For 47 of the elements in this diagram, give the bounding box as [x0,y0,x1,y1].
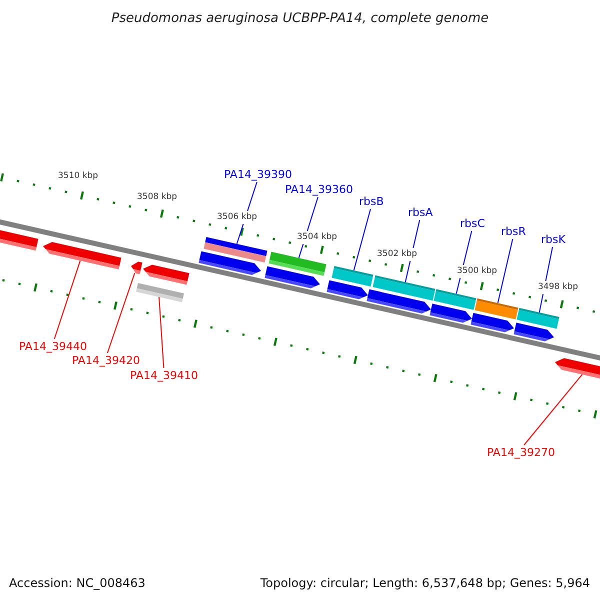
gene-feature [470,312,514,332]
leader-line [497,238,514,304]
gene-label: PA14_39390 [224,168,292,181]
scale-label: 3502 kbp [376,248,418,261]
scale-label: 3510 kbp [57,170,100,183]
gene-label: rbsC [460,217,485,230]
gene-label: PA14_39360 [285,183,353,196]
gene-feature [332,266,374,286]
leader-line [54,260,81,340]
gene-feature [474,298,518,320]
leader-line [158,296,164,368]
scale-label: 3504 kbp [296,231,338,244]
leader-line [524,374,583,446]
gene-label: rbsB [359,195,384,208]
leader-line [106,272,136,354]
scale-label: 3500 kbp [456,265,498,278]
gene-feature [430,304,472,323]
gene-feature [326,280,368,300]
footer-text: Topology: circular; Length: 6,537,648 bp; Genes: 5,964 [260,575,590,592]
scale-label: 3506 kbp [216,211,258,224]
leader-line [353,208,372,271]
gene-feature [434,289,476,310]
gene-feature [143,264,190,285]
gene-feature [366,289,431,314]
gene-feature [136,283,184,302]
gene-feature [516,308,560,329]
gene-feature [198,251,261,275]
gene-label: PA14_39420 [72,354,140,367]
scale-label: 3498 kbp [537,281,580,294]
gene-label: rbsK [541,233,566,246]
footer-text: Accession: NC_008463 [9,575,146,592]
gene-feature [43,242,122,270]
gene-label: PA14_39440 [19,340,87,353]
scale-label: 3508 kbp [136,191,178,204]
gene-label: rbsR [501,225,526,238]
gene-feature [555,358,600,381]
gene-label: rbsA [408,206,433,219]
gene-feature [514,322,554,342]
gene-feature [204,237,268,262]
gene-feature [131,262,142,274]
gene-label: PA14_39410 [130,369,198,382]
gene-feature [0,228,38,251]
gene-feature [268,252,326,276]
gene-feature [264,266,320,288]
gene-feature [372,275,436,301]
gene-label: PA14_39270 [487,446,555,459]
title: Pseudomonas aeruginosa UCBPP-PA14, complete genome [111,10,489,28]
